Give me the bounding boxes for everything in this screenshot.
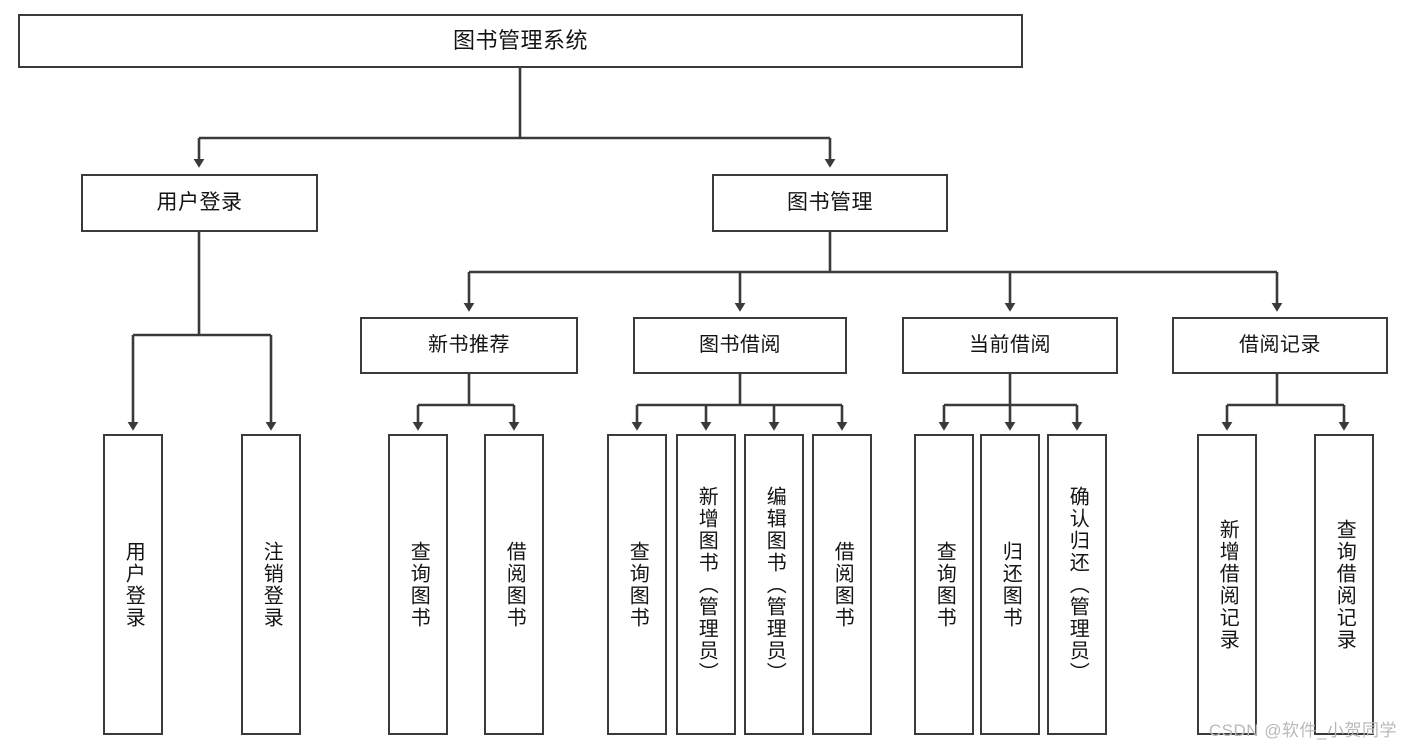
- leaf-label: 用户登录: [122, 540, 145, 629]
- leaf-record-query[interactable]: 查询借阅记录: [1314, 434, 1374, 735]
- leaf-current-return-book[interactable]: 归还图书: [980, 434, 1040, 735]
- leaf-label: 归还图书: [999, 540, 1022, 629]
- leaf-label: 查询图书: [626, 540, 649, 629]
- leaf-borrow-borrow-book[interactable]: 借阅图书: [812, 434, 872, 735]
- node-borrow-record-label: 借阅记录: [1239, 334, 1321, 357]
- node-root-label: 图书管理系统: [452, 27, 588, 53]
- leaf-new-book-borrow[interactable]: 借阅图书: [484, 434, 544, 735]
- leaf-label: 编辑图书（管理员）: [763, 485, 786, 684]
- leaf-label: 借阅图书: [503, 540, 526, 629]
- leaf-user-login-signin[interactable]: 用户登录: [103, 434, 163, 735]
- leaf-label: 新增图书（管理员）: [695, 485, 718, 684]
- node-new-book-recommend[interactable]: 新书推荐: [360, 317, 578, 374]
- node-borrow-record[interactable]: 借阅记录: [1172, 317, 1388, 374]
- node-current-borrow-label: 当前借阅: [969, 334, 1051, 357]
- leaf-label: 查询图书: [407, 540, 430, 629]
- leaf-new-book-query[interactable]: 查询图书: [388, 434, 448, 735]
- leaf-label: 查询借阅记录: [1333, 518, 1356, 651]
- watermark: CSDN @软件_小贺同学: [1208, 721, 1397, 740]
- leaf-user-login-signout[interactable]: 注销登录: [241, 434, 301, 735]
- leaf-current-confirm-return[interactable]: 确认归还（管理员）: [1047, 434, 1107, 735]
- node-book-borrow-label: 图书借阅: [699, 334, 781, 357]
- node-user-login[interactable]: 用户登录: [81, 174, 318, 232]
- leaf-label: 新增借阅记录: [1216, 518, 1239, 651]
- node-book-management-label: 图书管理: [787, 191, 873, 215]
- leaf-label: 查询图书: [933, 540, 956, 629]
- node-current-borrow[interactable]: 当前借阅: [902, 317, 1118, 374]
- leaf-label: 注销登录: [260, 540, 283, 629]
- leaf-current-query-book[interactable]: 查询图书: [914, 434, 974, 735]
- leaf-borrow-query-book[interactable]: 查询图书: [607, 434, 667, 735]
- leaf-label: 确认归还（管理员）: [1066, 485, 1089, 684]
- node-book-management[interactable]: 图书管理: [712, 174, 948, 232]
- node-new-book-recommend-label: 新书推荐: [428, 334, 510, 357]
- leaf-label: 借阅图书: [831, 540, 854, 629]
- node-book-borrow[interactable]: 图书借阅: [633, 317, 847, 374]
- leaf-borrow-edit-book[interactable]: 编辑图书（管理员）: [744, 434, 804, 735]
- leaf-borrow-add-book[interactable]: 新增图书（管理员）: [676, 434, 736, 735]
- node-user-login-label: 用户登录: [156, 191, 243, 215]
- node-root[interactable]: 图书管理系统: [18, 14, 1023, 68]
- leaf-record-add[interactable]: 新增借阅记录: [1197, 434, 1257, 735]
